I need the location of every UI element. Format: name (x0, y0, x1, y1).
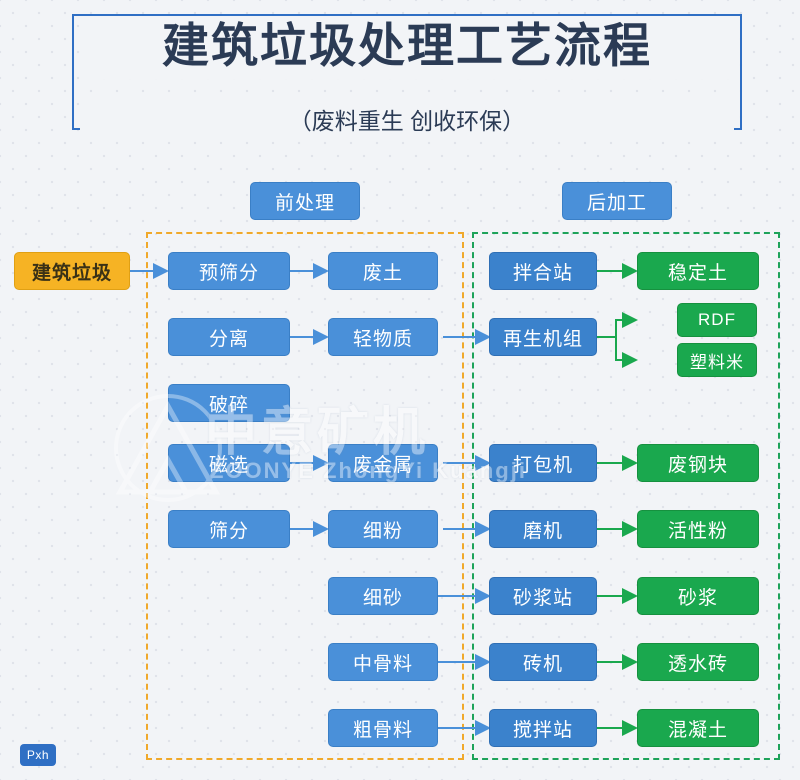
group-tag-pretreatment: 前处理 (250, 182, 360, 220)
node-pre-output-1: 轻物质 (328, 318, 438, 356)
node-post-machine-3: 磨机 (489, 510, 597, 548)
node-pre-output-3: 细粉 (328, 510, 438, 548)
node-post-product-3: 废钢块 (637, 444, 759, 482)
node-post-product-5: 砂浆 (637, 577, 759, 615)
node-pre-output-0: 废土 (328, 252, 438, 290)
group-box-pretreatment (146, 232, 464, 760)
node-pre-output-4: 细砂 (328, 577, 438, 615)
group-tag-postprocessing: 后加工 (562, 182, 672, 220)
node-post-machine-1: 再生机组 (489, 318, 597, 356)
node-post-machine-4: 砂浆站 (489, 577, 597, 615)
node-source-construction-waste: 建筑垃圾 (14, 252, 130, 290)
node-post-machine-2: 打包机 (489, 444, 597, 482)
node-pre-stage-1: 分离 (168, 318, 290, 356)
corner-logo: Pxh (20, 744, 56, 766)
node-pre-stage-2: 破碎 (168, 384, 290, 422)
node-pre-output-5: 中骨料 (328, 643, 438, 681)
node-post-product-0: 稳定土 (637, 252, 759, 290)
node-pre-output-6: 粗骨料 (328, 709, 438, 747)
node-pre-stage-4: 筛分 (168, 510, 290, 548)
node-pre-stage-3: 磁选 (168, 444, 290, 482)
node-post-product-6: 透水砖 (637, 643, 759, 681)
group-box-postprocessing (472, 232, 780, 760)
node-post-product-2: 塑料米 (677, 343, 757, 377)
node-post-machine-6: 搅拌站 (489, 709, 597, 747)
page-title: 建筑垃圾处理工艺流程 (80, 18, 734, 79)
node-pre-output-2: 废金属 (328, 444, 438, 482)
node-post-product-7: 混凝土 (637, 709, 759, 747)
node-post-machine-5: 砖机 (489, 643, 597, 681)
node-post-machine-0: 拌合站 (489, 252, 597, 290)
node-post-product-1: RDF (677, 303, 757, 337)
node-post-product-4: 活性粉 (637, 510, 759, 548)
node-pre-stage-0: 预筛分 (168, 252, 290, 290)
page-subtitle: （废料重生 创收环保） (80, 100, 734, 138)
